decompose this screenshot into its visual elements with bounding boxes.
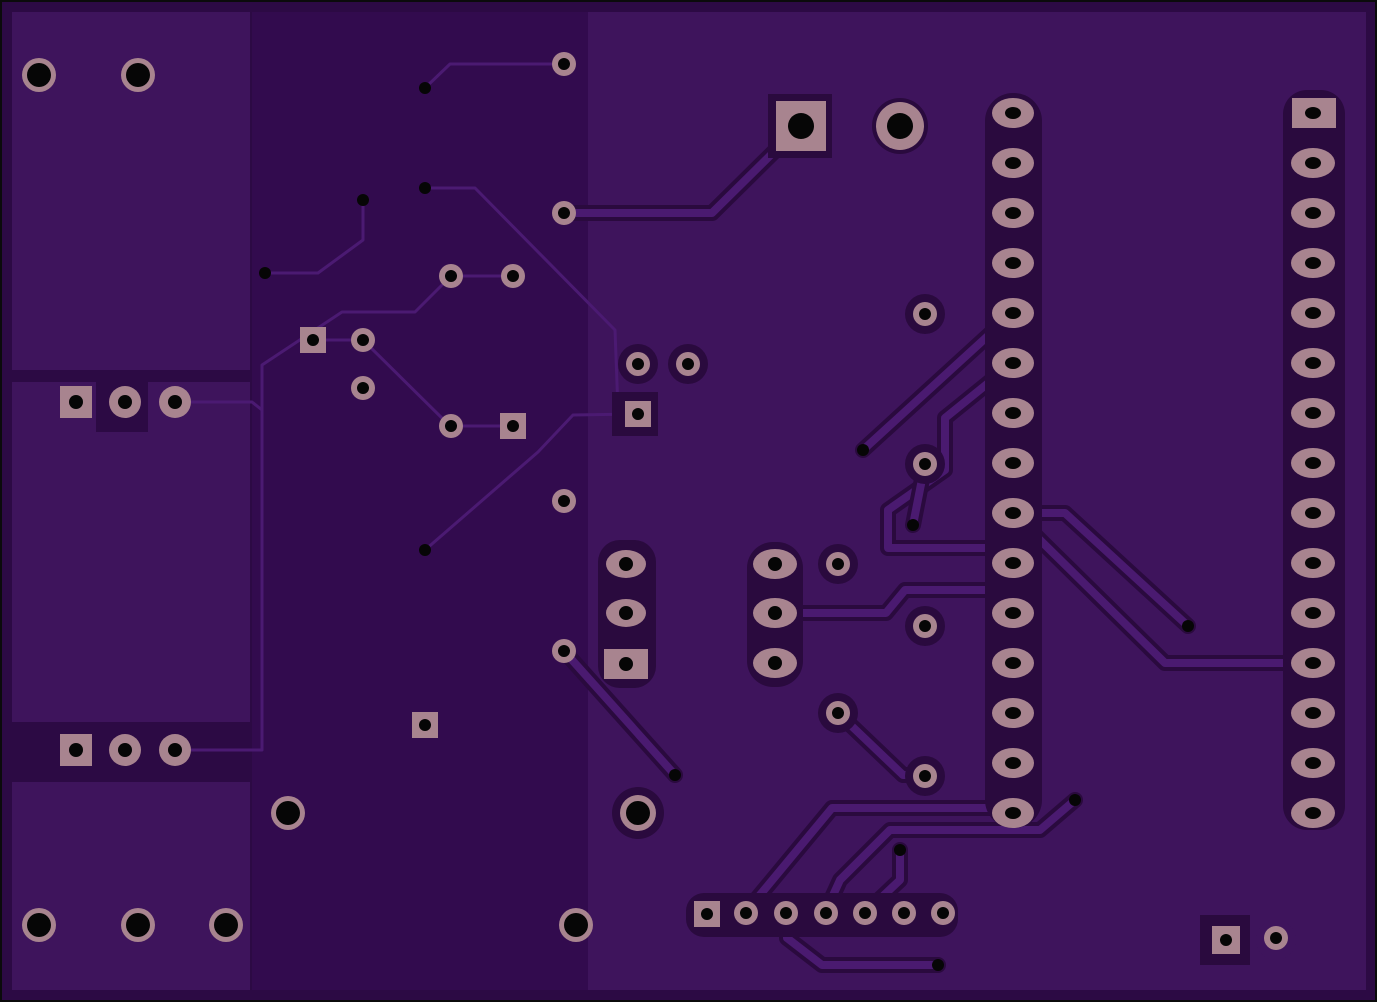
module-header-left (992, 98, 1034, 828)
header-oval-right (753, 549, 797, 678)
power-connector (776, 101, 924, 151)
copper-pour-left (12, 12, 250, 990)
header-left-top (60, 386, 191, 418)
vias (259, 82, 1194, 971)
header-bottom-2pin (1212, 926, 1288, 954)
copper-pour-middle (252, 12, 588, 990)
copper-pour-right (588, 12, 1366, 990)
header-left-bottom (60, 734, 191, 766)
middle-component-pads (300, 52, 700, 738)
header-oval-left (604, 550, 648, 679)
resistor-pads (826, 302, 937, 788)
module-header-right (1291, 98, 1336, 828)
header-bottom-7pin (694, 901, 955, 927)
mounting-holes (22, 58, 656, 942)
